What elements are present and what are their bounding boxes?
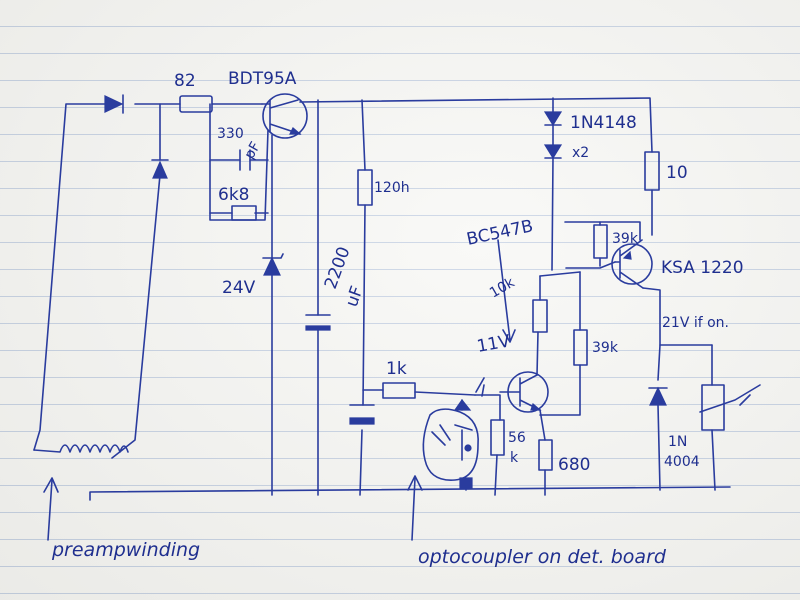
label-330: 330	[217, 126, 244, 142]
resistor-56k	[490, 419, 505, 456]
resistor-10k	[532, 299, 548, 333]
resistor-82	[179, 95, 213, 113]
wires	[33, 97, 731, 501]
resistor-1k	[382, 382, 416, 399]
inductor-120h	[357, 169, 373, 206]
label-ksa1220: KSA 1220	[661, 258, 744, 278]
label-39k-mid: 39k	[592, 340, 619, 356]
label-4004: 4004	[664, 454, 700, 470]
resistor-680	[538, 439, 553, 471]
label-bdt95a: BDT95A	[228, 69, 297, 89]
label-optocoupler: optocoupler on det. board	[418, 546, 667, 568]
transistor-ksa1220	[611, 239, 653, 289]
capacitor-2200uf	[305, 314, 331, 331]
transistor-bdt95a	[261, 93, 308, 139]
label-39k-top: 39k	[612, 231, 639, 247]
diode-1n4004	[648, 386, 668, 406]
label-1n: 1N	[668, 434, 687, 450]
label-1k: 1k	[386, 359, 407, 379]
label-k: k	[510, 450, 519, 466]
label-680: 680	[558, 455, 590, 475]
resistor-39k-mid	[573, 329, 588, 366]
zener-24v	[262, 253, 284, 276]
diodes-1n4148	[543, 111, 563, 160]
resistor-10	[644, 151, 660, 191]
label-56: 56	[508, 430, 526, 446]
label-6k8: 6k8	[218, 185, 249, 205]
label-10k: 10k	[487, 274, 518, 301]
resistor-6k8	[231, 205, 257, 221]
label-10: 10	[666, 163, 688, 183]
relay-coil	[699, 384, 761, 431]
label-24v: 24V	[222, 278, 256, 298]
label-120h: 120h	[374, 180, 410, 196]
label-pf: pF	[242, 139, 264, 162]
label-bc547b: BC547B	[465, 216, 535, 250]
arrows	[43, 239, 516, 541]
label-r82: 82	[174, 71, 196, 91]
capacitor-330pf	[239, 149, 251, 171]
label-1n4148: 1N4148	[570, 113, 637, 133]
resistor-39k-top	[593, 224, 608, 259]
label-x2: x2	[572, 145, 589, 161]
transistor-bc547b	[499, 371, 549, 413]
label-11v: 11V	[475, 331, 512, 357]
label-21v: 21V if on.	[662, 315, 729, 331]
rectifier-diode-1	[104, 94, 124, 114]
optocoupler	[422, 377, 485, 489]
capacitor-small	[349, 404, 375, 425]
label-preampwinding: preampwinding	[51, 539, 200, 561]
rectifier-diode-2	[151, 159, 169, 179]
